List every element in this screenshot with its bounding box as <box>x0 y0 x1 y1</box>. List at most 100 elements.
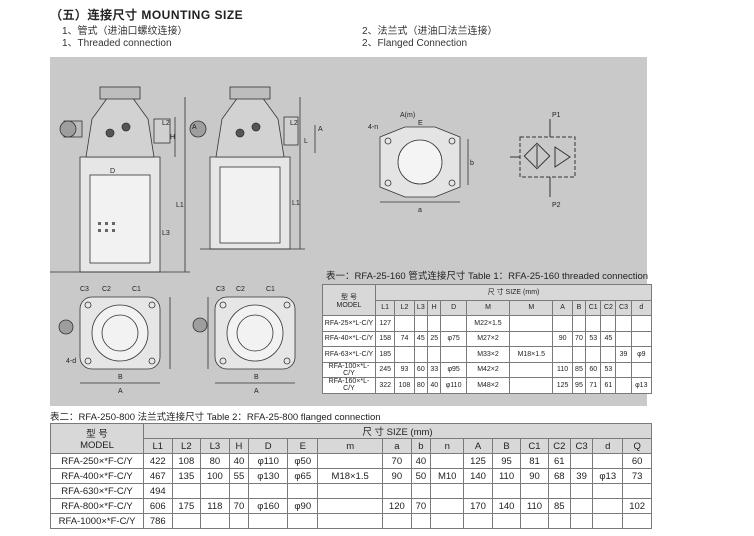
cell-m2 <box>509 315 554 332</box>
table-row: RFA-63×*L-C/Y 185 M33×2 M18×1.5 39 φ9 <box>322 346 653 363</box>
cell-m2 <box>509 330 554 347</box>
cell-d-small <box>630 330 653 347</box>
table-row: RFA-1000×*F-C/Y 786 <box>50 513 652 529</box>
label-a-top: A <box>118 388 123 395</box>
cell-a: 140 <box>463 468 493 484</box>
cell-c1: 110 <box>520 498 549 514</box>
cell-l1: 185 <box>374 346 396 363</box>
col-l2: L2 <box>171 438 202 454</box>
cell-model: RFA-1000×*F-C/Y <box>50 513 144 529</box>
label-c2-flange: C2 <box>236 286 245 293</box>
cell-b-small: 70 <box>410 498 432 514</box>
cell-h: 40 <box>427 377 442 394</box>
cell-n <box>430 513 465 529</box>
cell-d: φ95 <box>440 361 467 378</box>
table2: 型 号 MODEL 尺 寸 SIZE (mm) L1 L2 L3 H D E m… <box>50 423 652 529</box>
cell-m1: M33×2 <box>465 346 511 363</box>
cell-d <box>248 483 289 499</box>
cell-c2 <box>547 483 571 499</box>
cell-l3: 45 <box>413 330 429 347</box>
cell-a-small: 90 <box>382 468 412 484</box>
table-row: RFA-40×*L-C/Y 158 74 45 25 φ75 M27×2 90 … <box>322 330 653 347</box>
col-c1: C1 <box>520 438 549 454</box>
cell-l1: 158 <box>374 330 396 347</box>
cell-l3 <box>413 315 429 332</box>
table-row: RFA-800×*F-C/Y 606 175 118 70 φ160 φ90 1… <box>50 498 652 514</box>
cell-model: RFA-250×*F-C/Y <box>50 453 144 469</box>
col-l3: L3 <box>413 299 429 316</box>
cell-h <box>427 315 442 332</box>
cell-c2 <box>600 315 617 332</box>
cell-h <box>228 513 250 529</box>
model-en: MODEL <box>336 301 362 309</box>
cell-l2: 108 <box>394 377 415 394</box>
cell-b-small <box>410 483 432 499</box>
cell-b: 140 <box>491 498 522 514</box>
label-b-flange: b <box>470 160 474 167</box>
cell-h: 40 <box>228 453 250 469</box>
col-c2: C2 <box>600 299 617 316</box>
cell-model: RFA-400×*F-C/Y <box>50 468 144 484</box>
cell-model: RFA-40×*L-C/Y <box>322 330 376 347</box>
cell-d-small <box>592 483 624 499</box>
cell-a <box>463 483 493 499</box>
cell-l1: 494 <box>143 483 173 499</box>
cell-d: φ75 <box>440 330 467 347</box>
label-am: A(m) <box>400 112 415 119</box>
label-c1: C1 <box>132 286 141 293</box>
col-m2: M <box>509 299 554 316</box>
table1-caption: 表一：RFA-25-160 管式连接尺寸 Table 1：RFA-25-160 … <box>326 271 649 282</box>
table1-size-header: 尺 寸 SIZE (mm) <box>375 284 652 301</box>
cell-a-small: 120 <box>382 498 412 514</box>
cell-d <box>440 315 467 332</box>
cell-c2 <box>600 346 617 363</box>
cell-a <box>552 315 573 332</box>
cell-d: φ110 <box>440 377 467 394</box>
cell-l2 <box>394 346 415 363</box>
cell-c3 <box>569 453 594 469</box>
cell-h: 25 <box>427 330 442 347</box>
cell-c1 <box>520 513 549 529</box>
table2-model-header: 型 号 MODEL <box>50 423 144 454</box>
cell-e <box>287 483 319 499</box>
cell-l2: 108 <box>171 453 202 469</box>
cell-d <box>248 513 289 529</box>
cell-l1: 245 <box>374 361 396 378</box>
col-d: D <box>248 438 289 454</box>
cell-l3 <box>413 346 429 363</box>
label-b-top-flange: B <box>254 374 259 381</box>
cell-l1: 422 <box>143 453 173 469</box>
label-c2: C2 <box>102 286 111 293</box>
model-cn: 型 号 <box>341 293 357 301</box>
col-a-small: a <box>382 438 412 454</box>
col-d: D <box>440 299 467 316</box>
cell-h: 70 <box>228 498 250 514</box>
cell-c3 <box>615 315 632 332</box>
cell-l1: 606 <box>143 498 173 514</box>
table-row: RFA-250×*F-C/Y 422 108 80 40 φ110 φ50 70… <box>50 453 652 469</box>
cell-c1: 53 <box>585 330 602 347</box>
cell-c3 <box>569 483 594 499</box>
model-en: MODEL <box>80 440 114 451</box>
cell-l2 <box>171 513 202 529</box>
table2-size-header: 尺 寸 SIZE (mm) <box>143 423 652 439</box>
cell-model: RFA-100×*L-C/Y <box>322 361 376 378</box>
col-q: Q <box>622 438 652 454</box>
cell-m1: M42×2 <box>465 361 511 378</box>
flanged-filter-top-view <box>192 296 296 384</box>
cell-c1 <box>585 315 602 332</box>
cell-c2 <box>547 513 571 529</box>
cell-h <box>228 483 250 499</box>
cell-c3 <box>615 377 632 394</box>
col-d-small: d <box>630 299 653 316</box>
col-e: E <box>287 438 319 454</box>
cell-d-small: φ13 <box>630 377 653 394</box>
cell-n <box>430 498 465 514</box>
cell-d: φ110 <box>248 453 289 469</box>
col-b-small: b <box>410 438 432 454</box>
cell-a: 90 <box>552 330 573 347</box>
table1-model-header: 型 号 MODEL <box>322 284 376 316</box>
col-b: B <box>571 299 587 316</box>
cell-c1 <box>585 346 602 363</box>
cell-l2 <box>394 315 415 332</box>
